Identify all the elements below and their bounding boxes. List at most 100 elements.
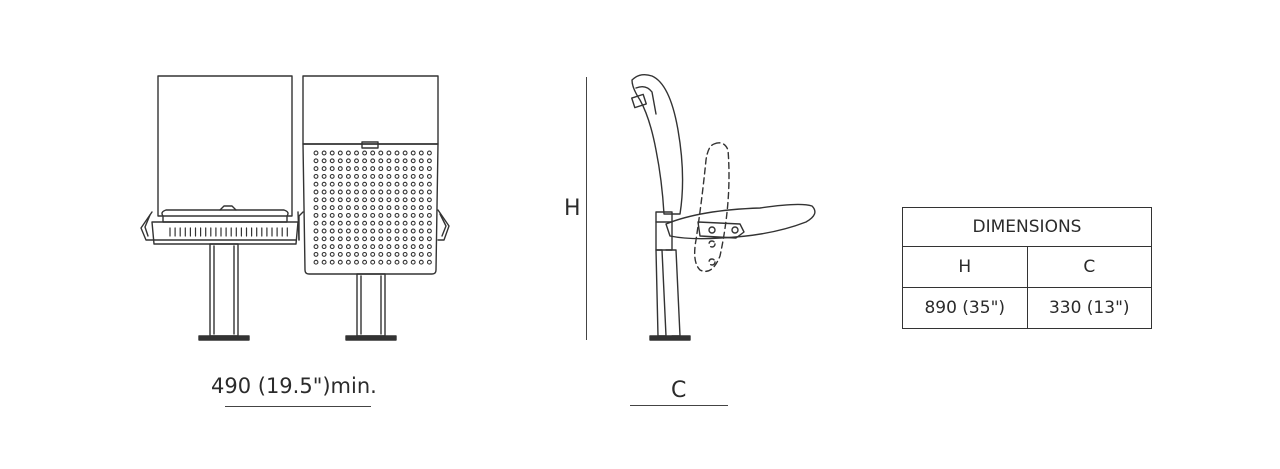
perforation-hole — [313, 158, 319, 164]
perforation-hole — [354, 158, 359, 164]
perforation-hole — [362, 236, 368, 242]
perforation-hole — [345, 228, 351, 234]
perforation-hole — [321, 228, 327, 234]
perforation-hole — [337, 181, 343, 187]
header-c: C — [1026, 246, 1152, 288]
width-label: 490 (19.5")min. — [211, 374, 377, 398]
perforation-hole — [394, 259, 400, 265]
perforation-hole — [386, 173, 392, 179]
perforation-hole — [313, 228, 319, 234]
perforation-hole — [354, 197, 359, 203]
perforation-hole — [329, 205, 335, 211]
perforation-hole — [337, 173, 343, 179]
perforation-hole — [337, 259, 343, 265]
perforation-hole — [378, 236, 384, 242]
perforation-hole — [370, 205, 376, 211]
perforation-hole — [386, 205, 392, 211]
perforation-hole — [313, 251, 319, 257]
perforation-hole — [345, 197, 351, 203]
perforation-hole — [402, 259, 408, 265]
perforation-hole — [321, 197, 327, 203]
perforation-hole — [426, 244, 432, 250]
perforation-hole — [402, 228, 408, 234]
perforation-hole — [354, 181, 359, 187]
perforation-hole — [410, 228, 416, 234]
perforation-hole — [354, 251, 359, 257]
perforation-hole — [329, 197, 335, 203]
perforation-hole — [410, 244, 416, 250]
perforation-hole — [345, 259, 351, 265]
perforation-hole — [329, 158, 335, 164]
perforation-hole — [337, 244, 343, 250]
perforation-hole — [337, 197, 343, 203]
perforation-hole — [362, 228, 368, 234]
perforation-hole — [426, 228, 432, 234]
perforation-hole — [345, 251, 351, 257]
perforation-hole — [329, 220, 335, 226]
perforation-hole — [345, 150, 351, 156]
perforation-hole — [378, 181, 384, 187]
perforation-hole — [362, 212, 368, 218]
perforation-hole — [426, 212, 432, 218]
perforation-hole — [362, 189, 368, 195]
perforation-hole — [321, 158, 327, 164]
perforation-hole — [337, 150, 343, 156]
perforation-hole — [402, 181, 408, 187]
perforation-hole — [378, 205, 384, 211]
perforation-hole — [313, 236, 319, 242]
perforation-hole — [362, 205, 368, 211]
perforation-hole — [345, 173, 351, 179]
dimensions-table-title: DIMENSIONS — [902, 207, 1152, 247]
perforation-hole — [378, 166, 384, 172]
perforation-hole — [386, 158, 392, 164]
perforation-hole — [370, 259, 376, 265]
perforation-hole — [410, 158, 416, 164]
depth-dimension-line — [630, 405, 728, 406]
perforation-hole — [321, 173, 327, 179]
perforation-hole — [329, 228, 335, 234]
value-h: 890 (35") — [902, 287, 1028, 329]
perforation-hole — [329, 189, 335, 195]
perforation-hole — [378, 173, 384, 179]
perforation-hole — [402, 166, 408, 172]
perforation-hole — [337, 166, 343, 172]
perforation-hole — [370, 166, 376, 172]
perforation-hole — [370, 244, 376, 250]
perforation-hole — [329, 251, 335, 257]
perforation-hole — [370, 197, 376, 203]
perforation-hole — [329, 259, 335, 265]
seat-side-view-icon — [631, 73, 816, 341]
perforation-hole — [426, 189, 432, 195]
perforation-hole — [362, 150, 368, 156]
perforation-hole — [410, 212, 416, 218]
perforation-hole — [378, 212, 384, 218]
value-c: 330 (13") — [1026, 287, 1152, 329]
perforation-hole — [418, 236, 424, 242]
perforation-hole — [329, 212, 335, 218]
perforation-hole — [402, 197, 408, 203]
perforation-hole — [378, 244, 384, 250]
perforation-hole — [354, 220, 359, 226]
perforation-hole — [418, 158, 424, 164]
perforation-hole — [378, 150, 384, 156]
perforation-hole — [386, 181, 392, 187]
perforation-hole — [386, 150, 392, 156]
height-dimension-line — [586, 77, 587, 340]
perforation-hole — [378, 197, 384, 203]
perforation-hole — [394, 251, 400, 257]
perforation-hole — [362, 244, 368, 250]
perforation-hole — [418, 220, 424, 226]
perforation-hole — [313, 166, 319, 172]
perforation-hole — [378, 220, 384, 226]
perforation-hole — [329, 244, 335, 250]
perforation-hole — [313, 212, 319, 218]
perforation-hole — [321, 189, 327, 195]
perforation-hole — [354, 166, 359, 172]
perforation-hole — [394, 173, 400, 179]
perforation-hole — [386, 220, 392, 226]
perforation-hole — [418, 173, 424, 179]
perforation-hole — [426, 158, 432, 164]
perforation-hole — [418, 166, 424, 172]
perforation-hole — [426, 197, 432, 203]
height-label: H — [564, 196, 581, 221]
